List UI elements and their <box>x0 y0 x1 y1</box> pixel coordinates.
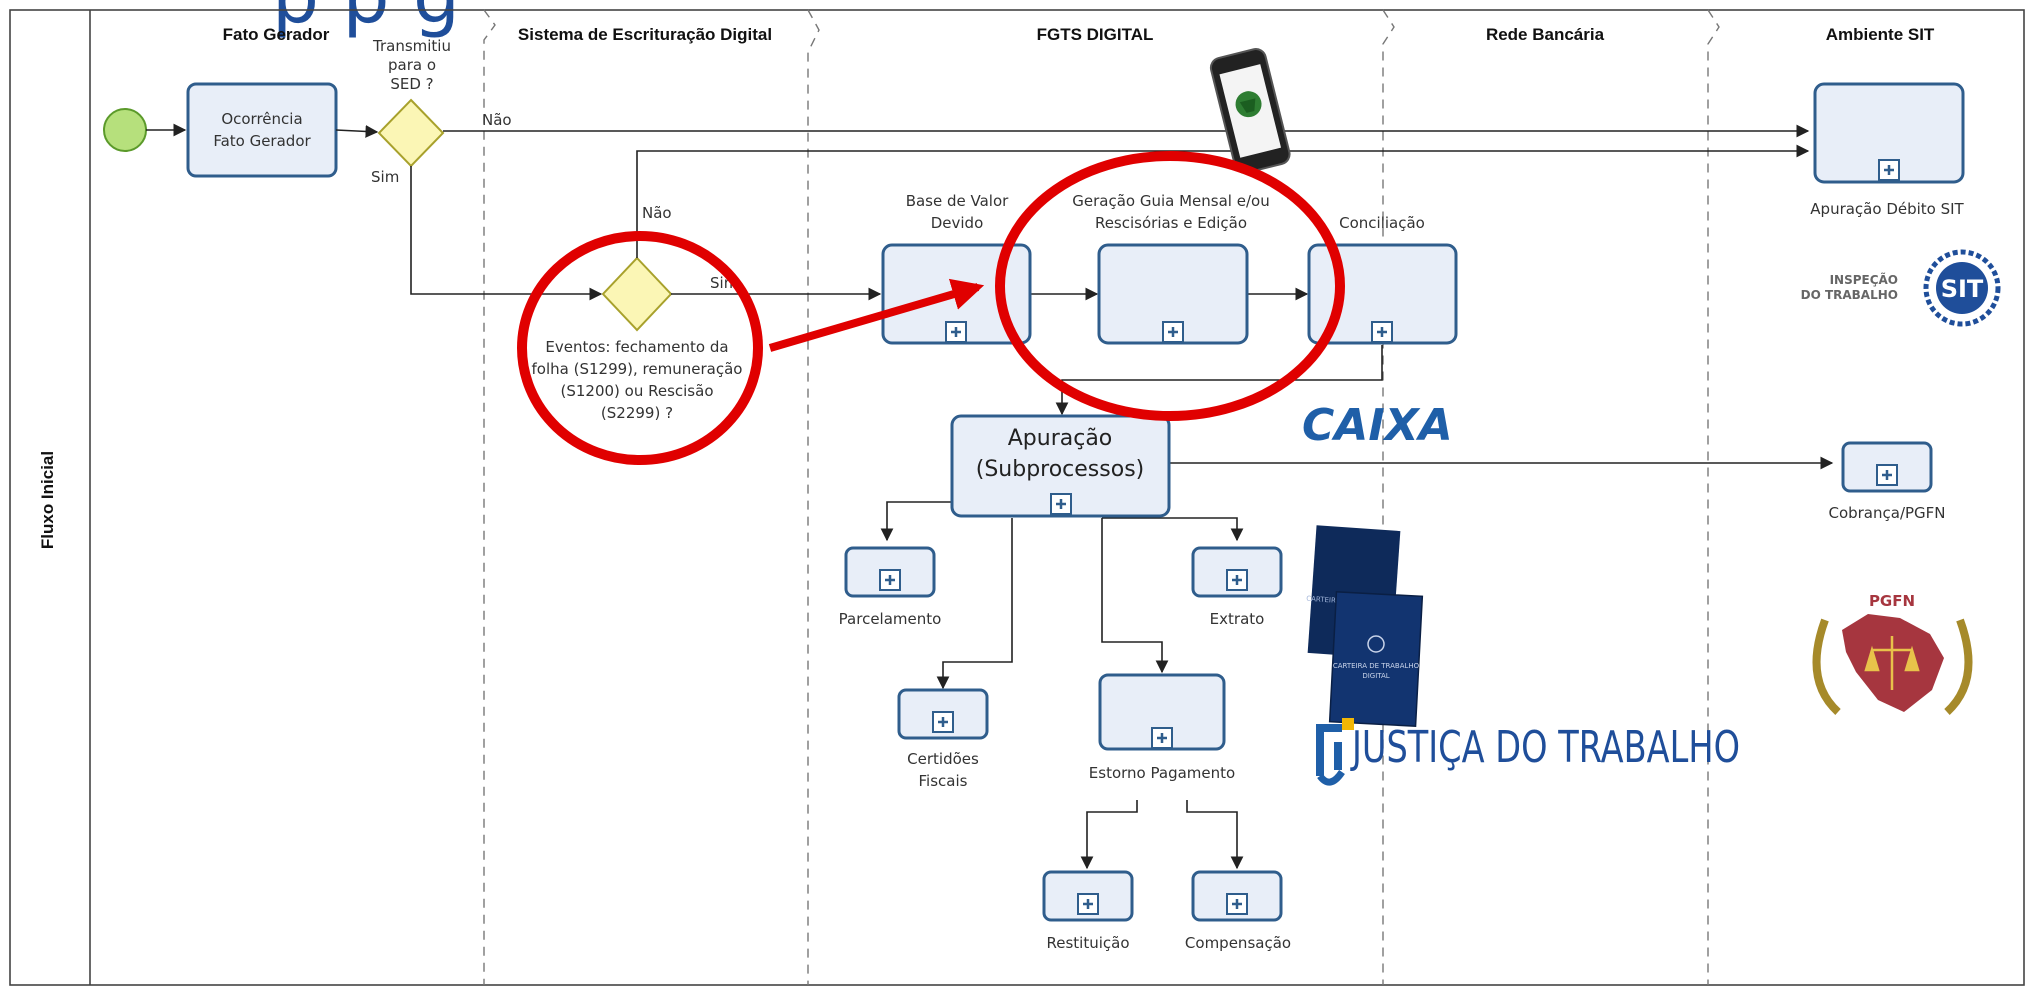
flow-estorno-to-restituicao <box>1080 800 1138 870</box>
smartphone-icon <box>1209 48 1291 174</box>
lane-separator-sit <box>1707 9 1720 985</box>
justica-text: JUSTIÇA DO TRABALHO <box>1350 722 1740 773</box>
task-geracao-label-2: Rescisórias e Edição <box>1095 214 1247 232</box>
sit-logo-text-2: DO TRABALHO <box>1801 288 1898 302</box>
task-certidoes-label-1: Certidões <box>907 750 979 768</box>
carteira-text-front-1: CARTEIRA DE TRABALHO <box>1333 662 1420 670</box>
flow-apuracao-to-extrato <box>1102 517 1244 542</box>
carteira-trabalho-image: CARTEIRA DE TRABALHO CARTEIRA DE TRABALH… <box>1306 525 1424 727</box>
plus-icon <box>1168 327 1178 337</box>
plus-icon <box>1157 733 1167 743</box>
plus-icon <box>951 327 961 337</box>
gateway-transmitiu-sed[interactable] <box>377 98 445 168</box>
task-extrato-label: Extrato <box>1210 610 1265 628</box>
flow-conciliacao-to-apuracao <box>1055 345 1383 416</box>
flow-ocorrencia-to-gateway <box>335 125 379 138</box>
task-compensacao-label: Compensação <box>1185 934 1291 952</box>
task-apuracao-subprocessos[interactable] <box>950 414 1171 518</box>
flow-label-nao-mid: Não <box>642 204 672 222</box>
task-ocorrencia-fato-gerador[interactable] <box>186 82 338 178</box>
sit-badge-text: SIT <box>1941 275 1984 303</box>
pool-label: Fluxo Inicial <box>38 451 57 549</box>
highlight-circle-geracao-guia <box>995 151 1345 421</box>
carteira-text-front-2: DIGITAL <box>1362 672 1389 680</box>
lane-separator-sed <box>483 9 496 985</box>
task-apuracao-label-1: Apuração <box>1008 426 1113 451</box>
sit-logo: INSPEÇÃO DO TRABALHO SIT <box>1801 249 2001 327</box>
flow-apuracao-to-certidoes <box>936 518 1013 690</box>
gateway-transmitiu-label-3: SED ? <box>390 75 433 93</box>
gateway-eventos-label-2: folha (S1299), remuneração <box>532 360 743 378</box>
flow-sim-to-eventos <box>410 166 603 301</box>
caixa-logo: CAIXA <box>1302 400 1453 451</box>
gateway-transmitiu-label-2: para o <box>388 56 436 74</box>
task-ocorrencia-label-1: Ocorrência <box>221 110 302 128</box>
gateway-eventos-label-1: Eventos: fechamento da <box>545 338 728 356</box>
lane-title-sit: Ambiente SIT <box>1826 25 1935 44</box>
plus-icon <box>1232 575 1242 585</box>
justica-do-trabalho-logo: JUSTIÇA DO TRABALHO <box>1316 718 1740 786</box>
pool-border <box>9 9 2025 986</box>
lane-separator-fgts <box>807 9 820 985</box>
flow-eventos-nao-to-sit <box>636 144 1810 258</box>
gateway-eventos[interactable] <box>601 256 673 332</box>
lane-title-rede: Rede Bancária <box>1486 25 1605 44</box>
gateway-eventos-label-4: (S2299) ? <box>601 404 673 422</box>
start-event[interactable] <box>103 108 147 152</box>
pgfn-logo: PGFN <box>1812 592 1973 715</box>
task-apuracao-label-2: (Subprocessos) <box>976 457 1145 482</box>
plus-icon <box>1884 165 1894 175</box>
plus-icon <box>1056 499 1066 509</box>
task-conciliacao-label: Conciliação <box>1339 214 1425 232</box>
plus-icon <box>1377 327 1387 337</box>
slide-title-fragment: p p g <box>272 0 460 40</box>
lane-title-fgts: FGTS DIGITAL <box>1037 25 1154 44</box>
task-apuracao-debito-sit[interactable] <box>1813 82 1965 184</box>
flow-estorno-to-compensacao <box>1186 800 1244 870</box>
task-ocorrencia-label-2: Fato Gerador <box>213 132 311 150</box>
task-base-label-2: Devido <box>931 214 984 232</box>
pgfn-text: PGFN <box>1869 592 1915 610</box>
task-apuracao-sit-label: Apuração Débito SIT <box>1810 200 1964 218</box>
plus-icon <box>1882 470 1892 480</box>
task-geracao-label-1: Geração Guia Mensal e/ou <box>1072 192 1269 210</box>
flow-apuracao-to-estorno <box>1101 518 1169 674</box>
task-estorno-label: Estorno Pagamento <box>1089 764 1235 782</box>
flow-label-sim-left: Sim <box>371 168 399 186</box>
highlight-circle-eventos <box>517 231 763 465</box>
plus-icon <box>885 575 895 585</box>
task-cobranca-label: Cobrança/PGFN <box>1828 504 1945 522</box>
task-certidoes-label-2: Fiscais <box>919 772 968 790</box>
plus-icon <box>1083 899 1093 909</box>
gateway-transmitiu-label-1: Transmitiu <box>372 37 451 55</box>
gateway-eventos-label-3: (S1200) ou Rescisão <box>560 382 713 400</box>
plus-icon <box>938 717 948 727</box>
task-parcelamento-label: Parcelamento <box>839 610 942 628</box>
lane-title-sed: Sistema de Escrituração Digital <box>518 25 772 44</box>
sit-logo-text-1: INSPEÇÃO <box>1830 272 1898 287</box>
flow-label-nao-top: Não <box>482 111 512 129</box>
highlight-arrow <box>768 278 985 352</box>
plus-icon <box>1232 899 1242 909</box>
task-base-label-1: Base de Valor <box>906 192 1009 210</box>
lane-title-fato-gerador: Fato Gerador <box>223 25 330 44</box>
lane-separator-rede <box>1382 9 1395 985</box>
task-restituicao-label: Restituição <box>1046 934 1129 952</box>
